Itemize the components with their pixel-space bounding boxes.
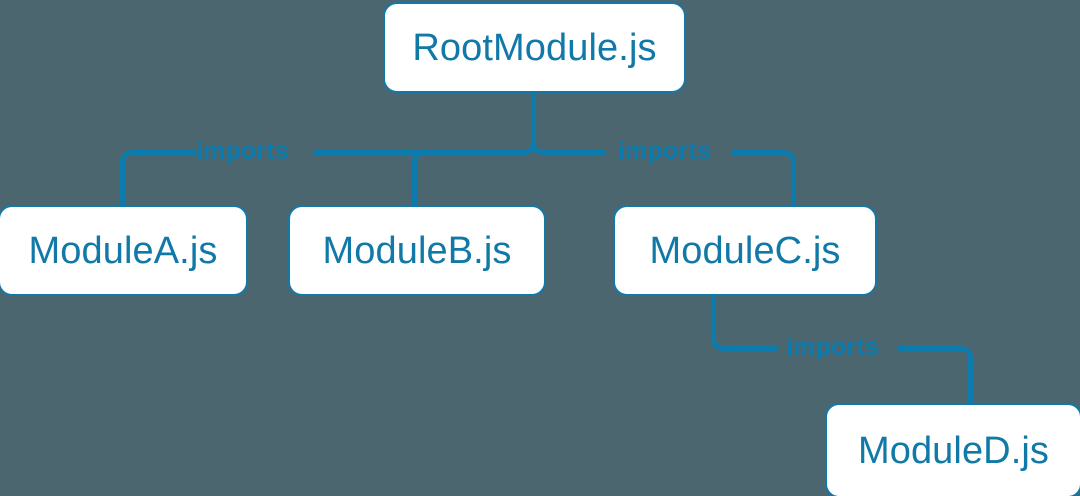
node-module-d[interactable]: ModuleD.js (825, 403, 1080, 496)
edge-root-modulea (120, 150, 196, 205)
node-root-module[interactable]: RootModule.js (383, 2, 686, 93)
edge-label-imports-left: imports (196, 137, 290, 165)
edge-label-imports-bottom: imports (786, 333, 880, 361)
node-label-module-b: ModuleB.js (322, 229, 512, 272)
node-label-module-a: ModuleA.js (28, 229, 218, 272)
edge-root-modulec (731, 150, 796, 205)
edge-root-to-right-branch (531, 141, 605, 155)
node-label-module-c: ModuleC.js (649, 229, 841, 272)
edge-modulec-moduled-start (711, 296, 778, 351)
node-module-a[interactable]: ModuleA.js (0, 205, 248, 296)
edge-modulec-moduled-end (898, 346, 973, 403)
node-label-module-d: ModuleD.js (857, 429, 1050, 472)
node-module-c[interactable]: ModuleC.js (613, 205, 877, 296)
node-label-root-module: RootModule.js (412, 26, 657, 69)
edge-root-moduleb (412, 150, 426, 205)
edge-label-imports-right: imports (618, 137, 712, 165)
node-module-b[interactable]: ModuleB.js (288, 205, 546, 296)
